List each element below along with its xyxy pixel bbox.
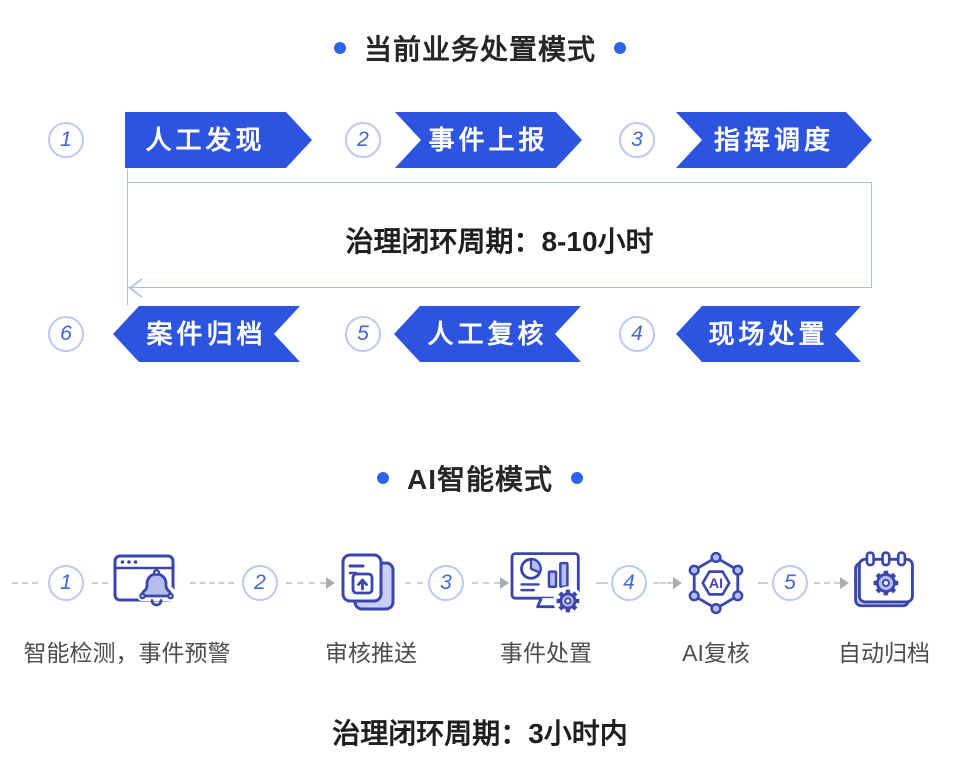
ai-step-label: 审核推送 (325, 640, 417, 666)
step-chevron-command-dispatch: 指挥调度 (676, 112, 872, 168)
ai-mode-flow-row: 1 2 3 (0, 541, 960, 625)
step-number-badge: 5 (345, 316, 381, 352)
current-mode-top-row: 1 人工发现 2 事件上报 3 指挥调度 (0, 112, 960, 168)
bullet-dot-icon (571, 472, 583, 484)
svg-text:AI: AI (709, 576, 723, 592)
step-number-badge: 2 (345, 122, 381, 158)
ai-network-icon: AI (688, 551, 744, 615)
ai-step-label: 智能检测，事件预警 (23, 640, 231, 666)
step-number-badge: 3 (428, 565, 464, 601)
step-number-badge: 1 (48, 122, 84, 158)
current-mode-bottom-row: 6 案件归档 5 人工复核 4 现场处置 (0, 306, 960, 362)
ai-step-label: 事件处置 (500, 640, 592, 666)
step-number-badge: 4 (611, 565, 647, 601)
bullet-dot-icon (614, 42, 626, 54)
section-title-text: AI智能模式 (406, 464, 553, 495)
ai-step-label: 自动归档 (838, 640, 930, 666)
dashed-connector (190, 582, 234, 584)
step-chevron-case-archive: 案件归档 (113, 306, 300, 362)
dashed-connector (596, 582, 608, 584)
cycle-loop-outline (127, 182, 872, 288)
loop-arrowhead-icon (128, 278, 143, 298)
dashed-connector (758, 582, 768, 584)
step-number-badge: 5 (772, 565, 808, 601)
step-chevron-manual-discovery: 人工发现 (125, 112, 312, 168)
browser-alert-icon (113, 554, 176, 607)
dashed-connector (405, 582, 423, 584)
dashed-connector (92, 582, 108, 584)
dashed-arrow-connector (472, 577, 509, 589)
dashed-arrow-connector (814, 577, 849, 589)
step-chevron-event-report: 事件上报 (395, 112, 582, 168)
bullet-dot-icon (333, 42, 346, 54)
step-chevron-onsite-handling: 现场处置 (676, 306, 861, 362)
step-chevron-manual-review: 人工复核 (394, 306, 581, 362)
step-number-badge: 4 (619, 316, 655, 352)
step-number-badge: 2 (242, 565, 278, 601)
ai-cycle-duration-label: 治理闭环周期：3小时内 (332, 718, 628, 749)
ai-step-label: AI复核 (682, 640, 750, 666)
current-mode-title: 当前业务处置模式 (0, 28, 960, 68)
dashed-arrow-connector (286, 577, 335, 589)
ai-mode-title: AI智能模式 (0, 458, 960, 498)
section-title-text: 当前业务处置模式 (363, 34, 596, 65)
cycle-loop-stub (127, 288, 128, 305)
cycle-loop-stub (127, 169, 128, 182)
step-number-badge: 3 (619, 122, 655, 158)
step-number-badge: 1 (48, 565, 84, 601)
cycle-duration-label: 治理闭环周期：8-10小时 (345, 226, 654, 257)
dashed-connector (12, 582, 38, 584)
monitor-analytics-icon (510, 552, 583, 616)
dashed-arrow-connector (653, 577, 682, 589)
calendar-gear-icon (854, 551, 914, 608)
step-number-badge: 6 (48, 316, 84, 352)
ai-mode-labels-row: 智能检测，事件预警 审核推送 事件处置 AI复核 自动归档 (0, 634, 960, 666)
document-upload-icon (341, 553, 395, 611)
bullet-dot-icon (376, 472, 389, 484)
